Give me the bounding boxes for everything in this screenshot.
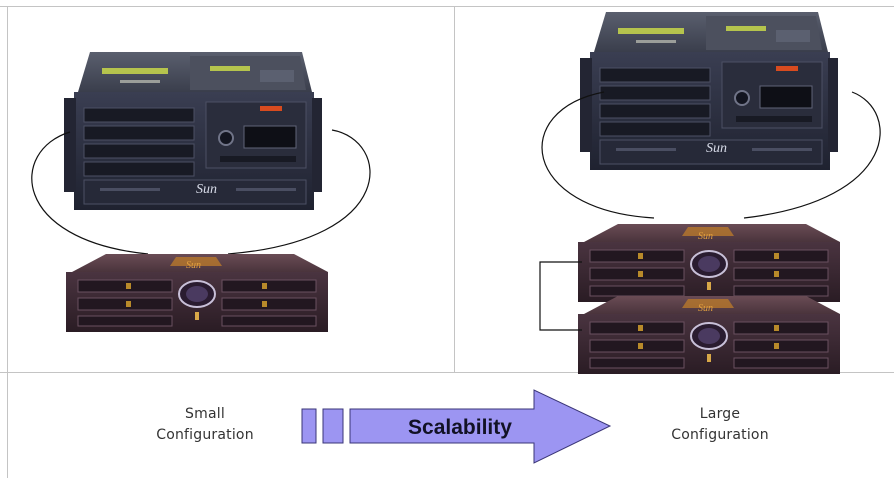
daisy-chain-cable <box>539 261 582 331</box>
server-sun-logo-left: Sun <box>196 182 217 197</box>
server-sun-logo-right: Sun <box>706 141 727 156</box>
middle-divider <box>0 372 894 373</box>
arrow-stripe-2 <box>322 408 344 444</box>
storage-sun-logo-left: Sun <box>186 260 201 271</box>
arrow-label: Scalability <box>408 416 512 439</box>
cable-left-b <box>227 129 371 255</box>
storage-sun-logo-right-1: Sun <box>698 231 713 242</box>
caption-small-configuration: Small Configuration <box>130 404 280 446</box>
cable-right-b <box>743 91 881 219</box>
arrow-stripe-1 <box>301 408 317 444</box>
caption-large-line2: Configuration <box>671 427 769 443</box>
arrow-body <box>349 389 612 464</box>
server-small-config <box>63 51 323 211</box>
caption-large-configuration: Large Configuration <box>645 404 795 446</box>
left-border <box>7 6 8 478</box>
top-border <box>0 6 894 7</box>
center-divider <box>454 6 455 372</box>
cable-left-a <box>31 131 149 255</box>
caption-large-line1: Large <box>699 406 741 422</box>
storage-sun-logo-right-2: Sun <box>698 303 713 314</box>
caption-small-line1: Small <box>185 406 225 422</box>
cable-right-a <box>541 91 655 219</box>
caption-small-line2: Configuration <box>156 427 254 443</box>
scalability-arrow: Scalability <box>301 389 612 464</box>
